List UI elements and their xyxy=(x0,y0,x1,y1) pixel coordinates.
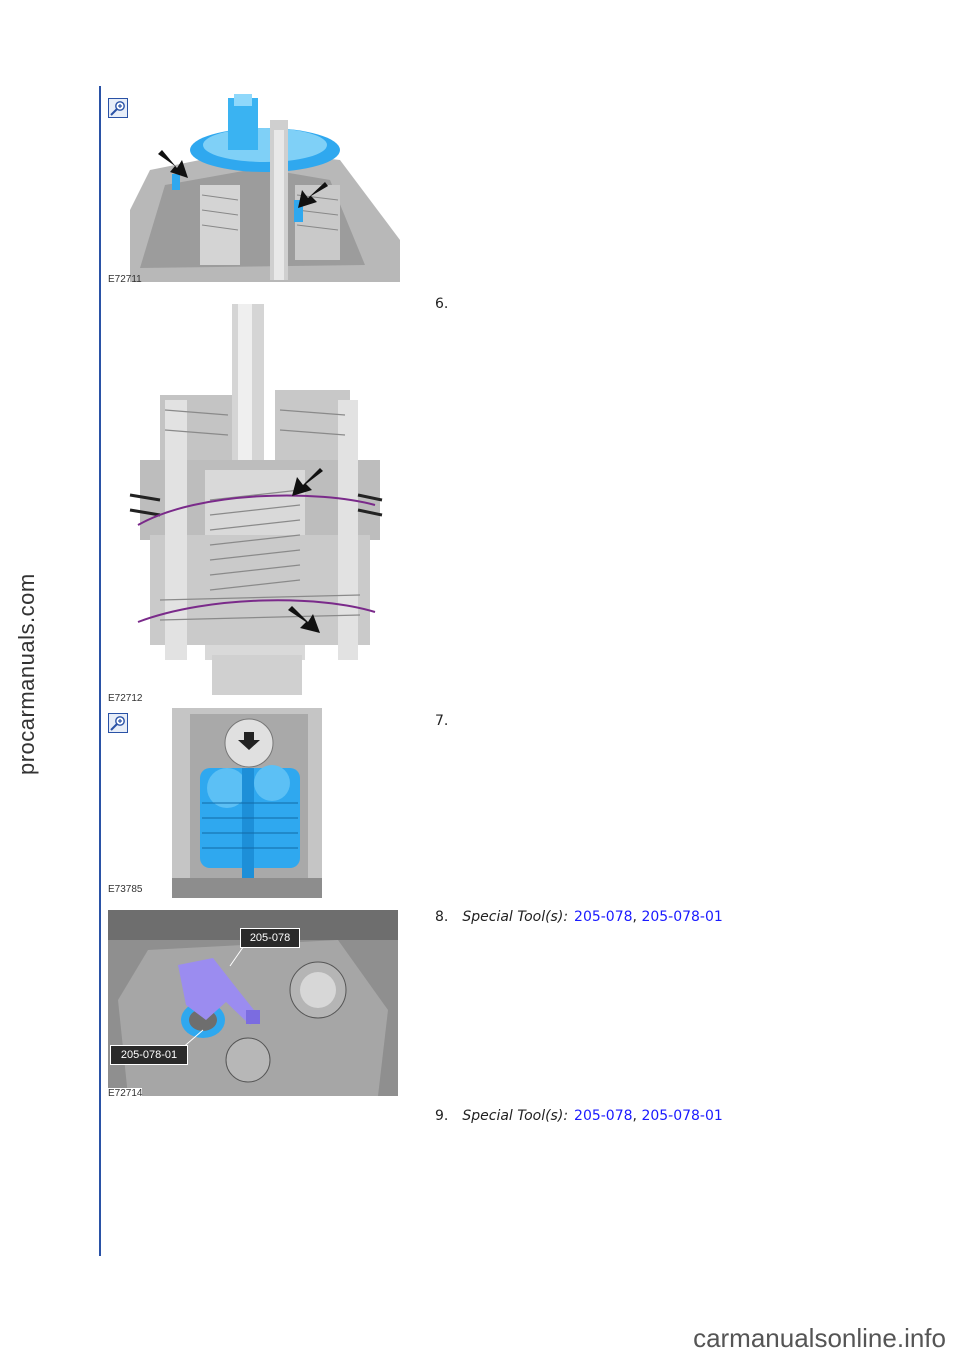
step-number: 9. xyxy=(435,1108,449,1124)
figure-gear-assembly-removal xyxy=(172,708,322,898)
special-tools-label: Special Tool(s): xyxy=(462,1108,569,1124)
step-number: 7. xyxy=(435,713,449,729)
separator: , xyxy=(632,1108,642,1124)
figure-code: E72714 xyxy=(108,1088,143,1099)
tool-link-205-078[interactable]: 205-078 xyxy=(574,1108,633,1124)
special-tools-label: Special Tool(s): xyxy=(462,909,569,925)
tool-link-205-078[interactable]: 205-078 xyxy=(574,909,633,925)
margin-rule xyxy=(99,86,101,1256)
footer-watermark: carmanualsonline.info xyxy=(693,1323,946,1353)
figure-special-tool-install: 205-078 205-078-01 xyxy=(108,910,398,1096)
step-number: 8. xyxy=(435,909,449,925)
separator: , xyxy=(632,909,642,925)
figure-code: E72712 xyxy=(108,693,143,704)
tool-link-205-078-01[interactable]: 205-078-01 xyxy=(641,909,723,925)
figure-code: E73785 xyxy=(108,884,143,895)
step-6: 6. xyxy=(435,296,462,312)
step-8: 8. Special Tool(s): 205-078, 205-078-01 xyxy=(435,909,723,925)
zoom-in-icon[interactable] xyxy=(108,713,128,733)
sidebar-watermark: procarmanuals.com xyxy=(14,573,39,775)
tool-link-205-078-01[interactable]: 205-078-01 xyxy=(641,1108,723,1124)
tool-callout-205-078-01: 205-078-01 xyxy=(110,1045,188,1065)
step-9: 9. Special Tool(s): 205-078, 205-078-01 xyxy=(435,1108,723,1124)
figure-gearbox-case xyxy=(130,90,400,282)
zoom-in-icon[interactable] xyxy=(108,98,128,118)
step-number: 6. xyxy=(435,296,449,312)
tool-callout-205-078: 205-078 xyxy=(240,928,300,948)
figure-code: E72711 xyxy=(108,274,142,285)
figure-gear-clusters xyxy=(120,300,398,698)
step-7: 7. xyxy=(435,713,462,729)
